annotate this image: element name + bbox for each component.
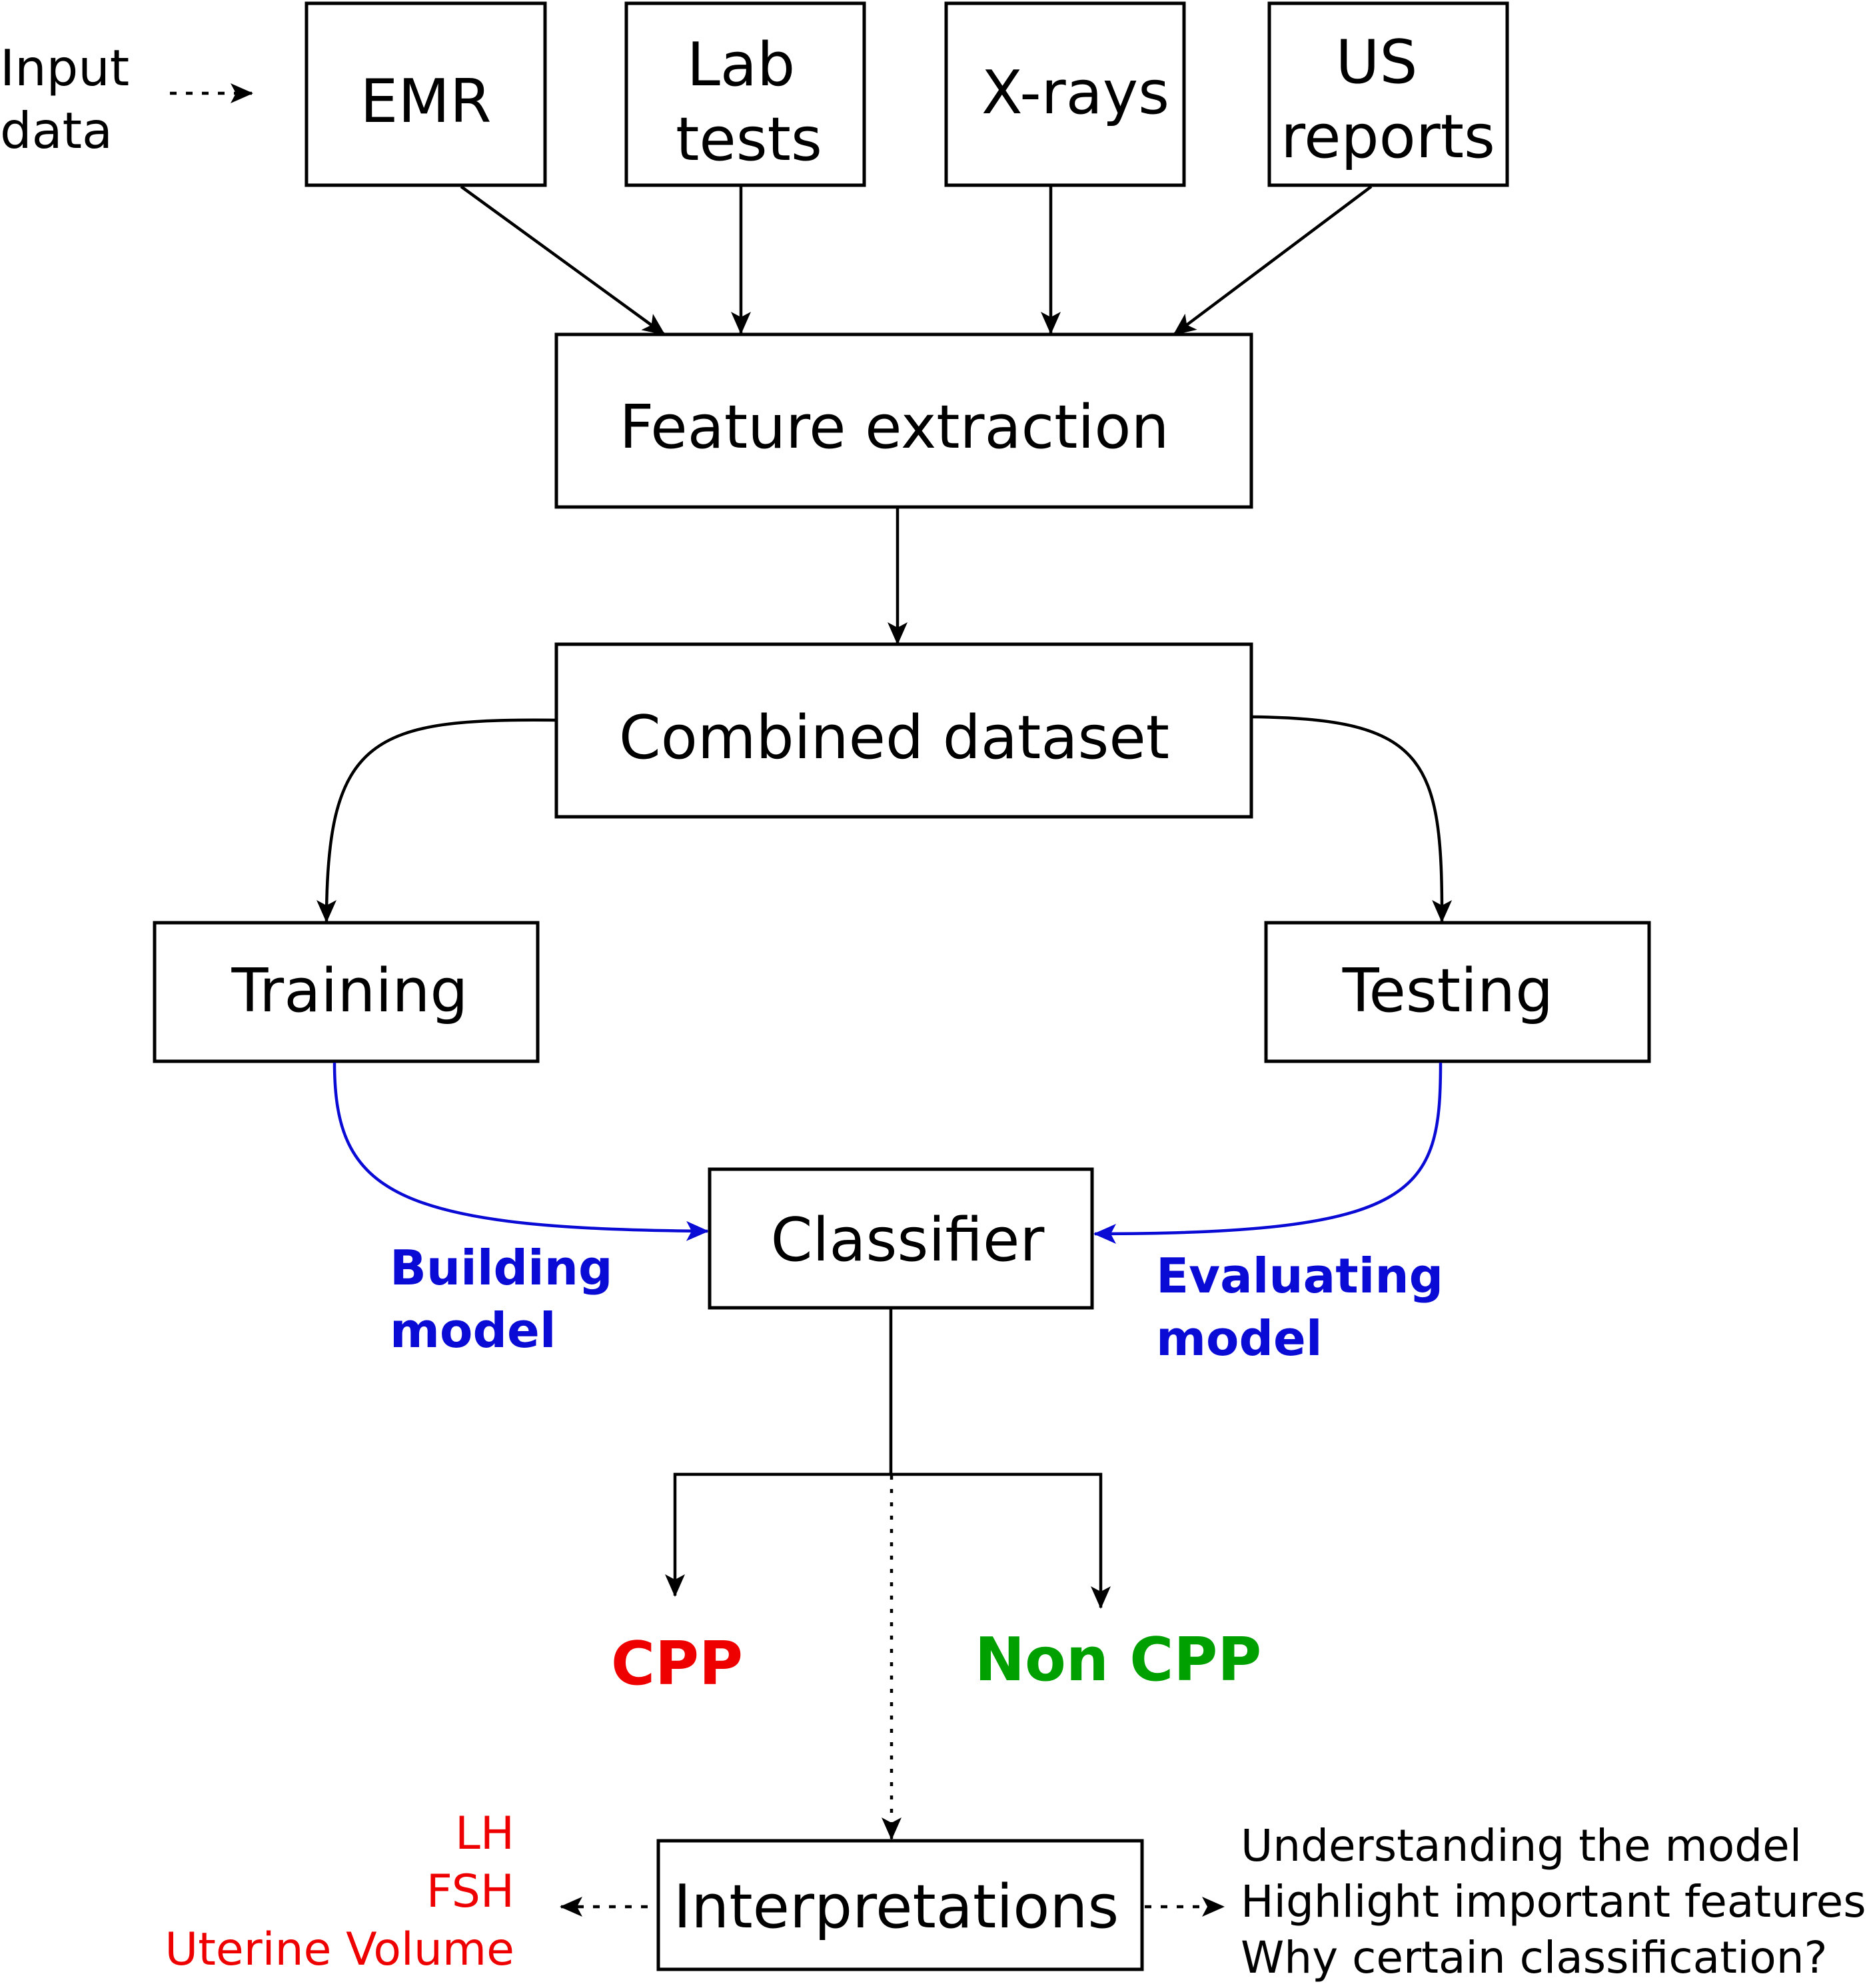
arrow-training-to-classifier [332, 1062, 709, 1241]
arrow-classifier-to-non-cpp [891, 1472, 1111, 1609]
source-us-reports-box [1267, 1, 1509, 187]
important-features-list: LH FSH Uterine Volume [165, 1807, 514, 1976]
source-lab-tests-box [624, 1, 866, 187]
feature-extraction-box [554, 332, 1253, 509]
arrow-testing-to-classifier [1093, 1062, 1443, 1244]
classifier-node: Classifier [708, 1167, 1094, 1310]
testing-node: Testing [1264, 921, 1651, 1063]
combined-dataset-node: Combined dataset [554, 642, 1253, 819]
input-data-label-line-1: Input [0, 39, 129, 97]
source-lab-tests-line-1: Lab [687, 30, 795, 100]
interpretations-label: Interpretations [674, 1872, 1119, 1942]
feature-item: LH [455, 1807, 514, 1860]
source-us-reports: US reports [1267, 1, 1509, 187]
interpretations-box [656, 1839, 1144, 1971]
training-label: Training [231, 956, 468, 1026]
source-x-rays-box [944, 1, 1186, 187]
feature-item: FSH [426, 1865, 514, 1918]
outcome-cpp: CPP [611, 1629, 743, 1699]
building-model-line-1: Building [390, 1240, 613, 1296]
feature-extraction-label: Feature extraction [619, 392, 1169, 462]
testing-label: Testing [1342, 956, 1553, 1026]
source-emr-box [305, 1, 547, 187]
evaluating-model-line-1: Evaluating [1156, 1248, 1443, 1304]
source-x-rays-label: X-rays [981, 58, 1169, 128]
interpretation-notes-list: Understanding the model Highlight import… [1241, 1820, 1866, 1983]
input-data-label: Input data [0, 39, 129, 160]
note-item: Highlight important features [1241, 1876, 1866, 1927]
training-node: Training [153, 921, 540, 1063]
evaluating-model-line-2: model [1156, 1310, 1323, 1366]
source-emr: EMR [305, 1, 547, 187]
arrow-us-to-feature-extraction [1173, 185, 1373, 336]
arrow-classifier-to-cpp [665, 1472, 891, 1597]
arrow-combined-to-training [316, 718, 557, 923]
combined-dataset-box [554, 642, 1253, 819]
note-item: Why certain classification? [1241, 1932, 1828, 1983]
input-data-label-line-2: data [0, 101, 113, 160]
source-x-rays: X-rays [944, 1, 1186, 187]
interpretations-node: Interpretations [656, 1839, 1144, 1971]
training-box [153, 921, 540, 1063]
source-lab-tests-line-2: tests [676, 105, 822, 175]
evaluating-model-label: Evaluating model [1156, 1248, 1443, 1366]
testing-box [1264, 921, 1651, 1063]
building-model-line-2: model [390, 1302, 556, 1358]
note-item: Understanding the model [1241, 1820, 1802, 1871]
classifier-box [708, 1167, 1094, 1310]
building-model-label: Building model [390, 1240, 613, 1358]
feature-item: Uterine Volume [165, 1923, 514, 1976]
arrow-emr-to-feature-extraction [460, 185, 666, 336]
source-lab-tests: Lab tests [624, 1, 866, 187]
feature-extraction-node: Feature extraction [554, 332, 1253, 509]
source-emr-label: EMR [360, 67, 491, 137]
source-us-reports-line-1: US [1335, 27, 1417, 97]
combined-dataset-label: Combined dataset [619, 703, 1169, 773]
arrow-combined-to-testing [1251, 715, 1453, 923]
source-us-reports-line-2: reports [1281, 102, 1495, 172]
outcome-non-cpp: Non CPP [975, 1625, 1262, 1695]
classifier-label: Classifier [771, 1205, 1045, 1275]
